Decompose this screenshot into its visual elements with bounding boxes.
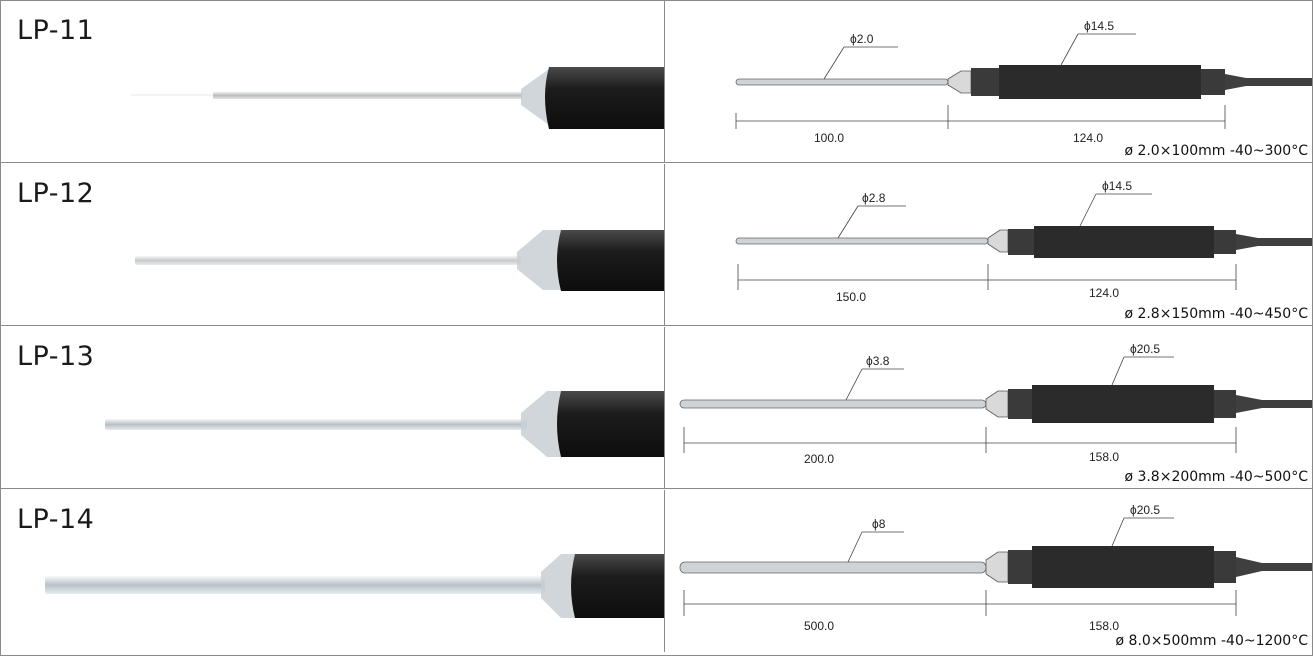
model-label: LP-12 (17, 178, 95, 209)
probe-drawing-lp-11: ϕ2.0 ϕ14.5 100.0 124.0 (735, 19, 1312, 145)
probe-drawing-cell: ϕ8 ϕ20.5 500.0 158.0 ø 8.0×500mm -40~120… (666, 490, 1312, 652)
probe-photo-lp-14 (45, 554, 664, 618)
handle-length-label: 158.0 (1089, 450, 1119, 464)
model-label: LP-11 (17, 15, 95, 46)
probe-row-lp-12: LP-12 ϕ2.8 ϕ14.5 150.0 12 (1, 164, 1312, 326)
probe-photo-lp-12 (135, 230, 664, 291)
spec-label: ø 2.0×100mm -40~300°C (1124, 143, 1308, 159)
probe-photo-cell: LP-11 (1, 1, 665, 162)
probe-photo-lp-11 (131, 67, 664, 129)
probe-drawing-cell: ϕ2.0 ϕ14.5 100.0 124.0 ø 2.0×100mm -40~3… (666, 1, 1312, 162)
spec-label: ø 3.8×200mm -40~500°C (1124, 469, 1308, 485)
handle-length-label: 124.0 (1073, 131, 1103, 145)
handle-diameter-label: ϕ20.5 (1130, 503, 1160, 517)
handle-diameter-label: ϕ14.5 (1084, 19, 1114, 33)
probe-photo-cell: LP-13 (1, 327, 665, 488)
probe-drawing-cell: ϕ3.8 ϕ20.5 200.0 158.0 ø 3.8×200mm -40~5… (666, 327, 1312, 488)
spec-label: ø 8.0×500mm -40~1200°C (1115, 633, 1308, 649)
probe-photo-cell: LP-14 (1, 490, 665, 652)
probe-photo-lp-13 (105, 391, 664, 457)
probe-row-lp-14: LP-14 ϕ8 ϕ20.5 500.0 158. (1, 490, 1312, 652)
shaft-length-label: 500.0 (804, 619, 834, 633)
probe-drawing-cell: ϕ2.8 ϕ14.5 150.0 124.0 ø 2.8×150mm -40~4… (666, 164, 1312, 325)
shaft-length-label: 150.0 (836, 290, 866, 304)
handle-length-label: 124.0 (1089, 286, 1119, 300)
model-label: LP-13 (17, 341, 95, 372)
shaft-diameter-label: ϕ8 (872, 517, 886, 531)
handle-diameter-label: ϕ14.5 (1102, 179, 1132, 193)
probe-drawing-lp-14: ϕ8 ϕ20.5 500.0 158.0 (679, 503, 1312, 633)
probe-drawing-lp-13: ϕ3.8 ϕ20.5 200.0 158.0 (679, 342, 1312, 466)
handle-diameter-label: ϕ20.5 (1130, 342, 1160, 356)
shaft-diameter-label: ϕ2.8 (862, 191, 886, 205)
model-label: LP-14 (17, 504, 95, 535)
shaft-diameter-label: ϕ2.0 (850, 32, 874, 46)
spec-label: ø 2.8×150mm -40~450°C (1124, 306, 1308, 322)
shaft-length-label: 200.0 (804, 452, 834, 466)
probe-row-lp-13: LP-13 ϕ3.8 ϕ20.5 200.0 15 (1, 327, 1312, 489)
probe-drawing-lp-12: ϕ2.8 ϕ14.5 150.0 124.0 (735, 179, 1312, 304)
probe-row-lp-11: LP-11 ϕ2.0 ϕ14.5 100.0 12 (1, 1, 1312, 163)
probe-photo-cell: LP-12 (1, 164, 665, 325)
shaft-diameter-label: ϕ3.8 (866, 354, 890, 368)
shaft-length-label: 100.0 (814, 131, 844, 145)
handle-length-label: 158.0 (1089, 619, 1119, 633)
